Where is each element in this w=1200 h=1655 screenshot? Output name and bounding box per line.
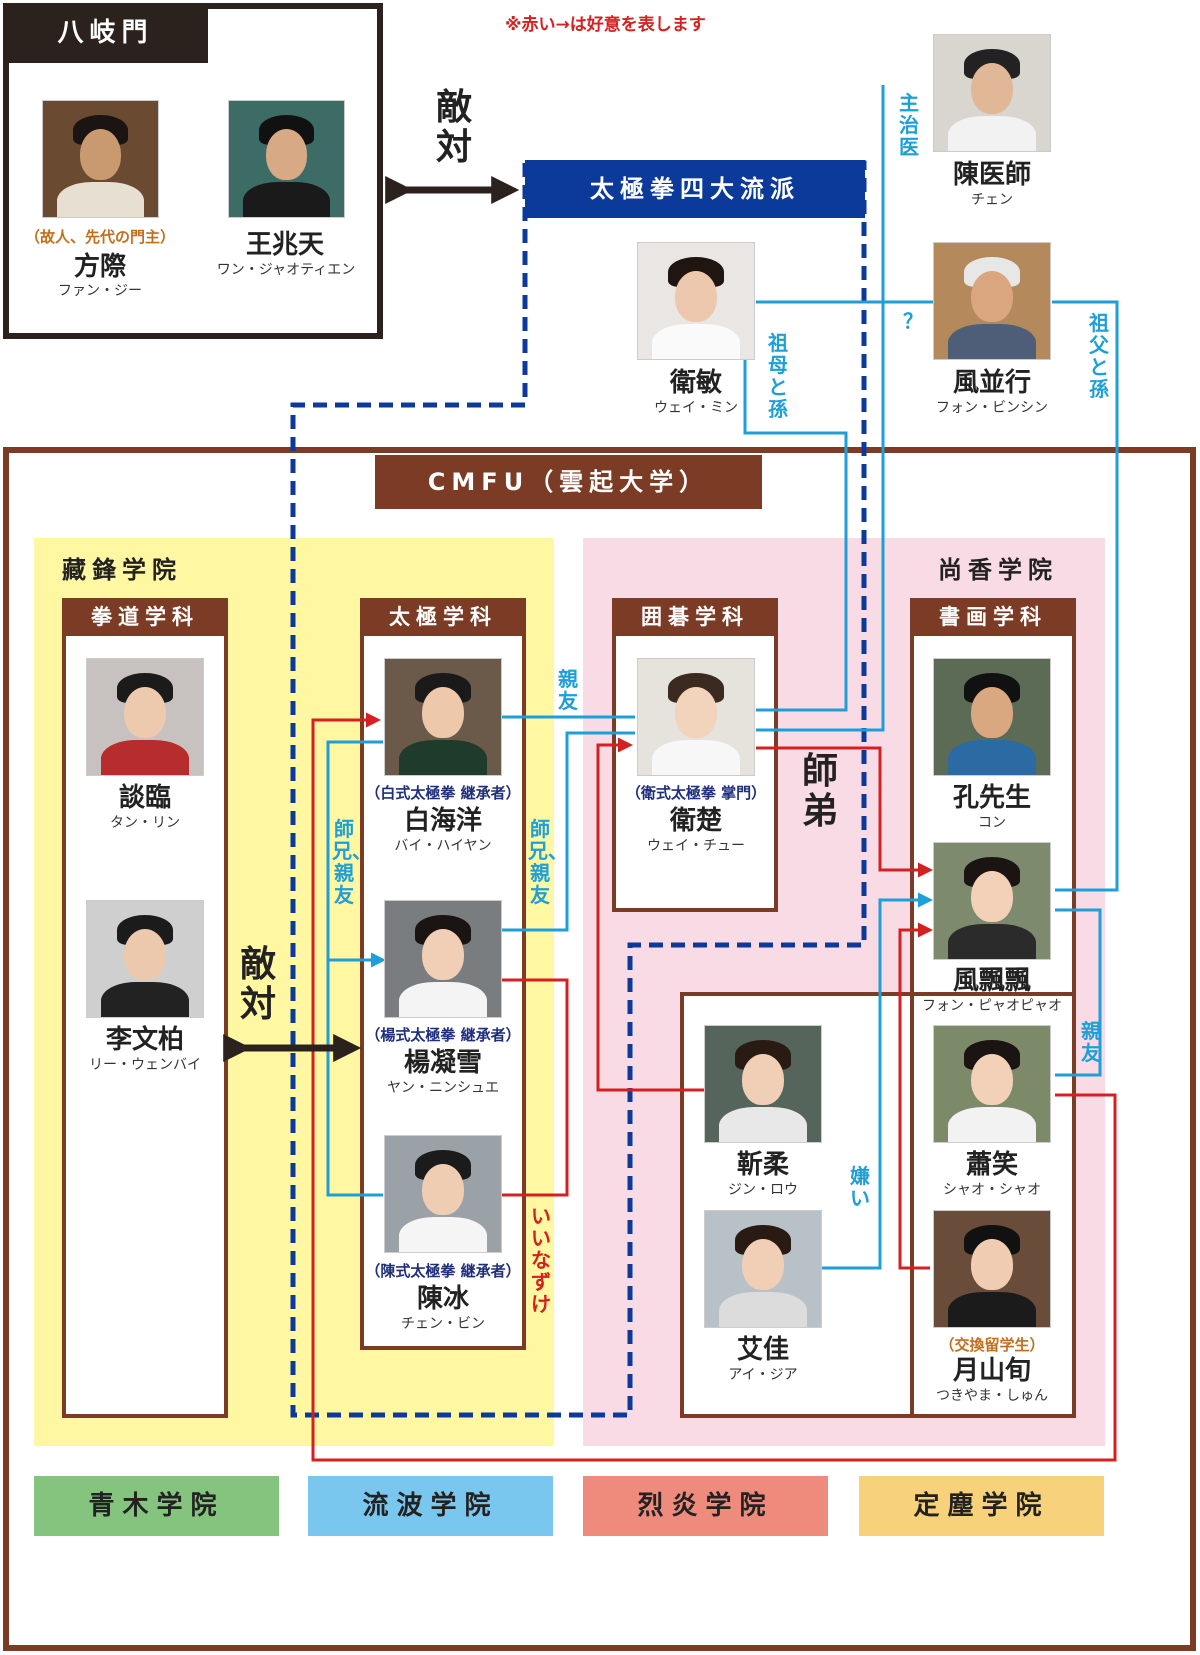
- rivalry-mid-label: 敵対: [239, 944, 276, 1025]
- rel-shinyu-top: 親友: [558, 667, 578, 713]
- weichu-name: 衛楚: [669, 806, 722, 836]
- rel-sobo: 祖母と孫: [768, 331, 788, 421]
- line-red-tsukiyama-fpp: [898, 922, 933, 1270]
- weimin-name: 衛敏: [669, 368, 722, 398]
- line-sofu: [1052, 300, 1119, 892]
- dept-taiji-header: 太極学科: [360, 598, 526, 636]
- line-kirai: [820, 892, 933, 1270]
- rel-shikei-left: 師兄、親友: [332, 817, 372, 907]
- fengpiaopiao-name: 風飄飄: [952, 966, 1031, 996]
- cmfu-header: CMFU（雲起大学）: [375, 455, 762, 509]
- shangxiang-label: 尚香学院: [938, 556, 1058, 584]
- line-shikei-right: [502, 731, 635, 932]
- xiaoxiao-name: 蕭笑: [965, 1150, 1018, 1180]
- portrait-liwenbai: [86, 900, 204, 1018]
- yangningxue-role: （楊式太極拳 継承者）: [365, 1026, 521, 1044]
- school-liubo: 流波学院: [308, 1476, 553, 1536]
- bakimon-header: 八岐門: [3, 3, 208, 63]
- baihaiyang-role: （白式太極拳 継承者）: [365, 784, 521, 802]
- chenbing-kana: チェン・ビン: [401, 1316, 485, 1332]
- legend-note: ※赤い→は好意を表します: [505, 15, 706, 35]
- portrait-chenbing: [384, 1135, 502, 1253]
- portrait-yangningxue: [384, 900, 502, 1018]
- cmfu-frame: [3, 447, 1196, 1651]
- shitei-label: 師弟: [801, 751, 838, 832]
- line-sobo: [743, 330, 848, 712]
- fengpiaopiao-kana: フォン・ピャオピャオ: [922, 998, 1062, 1014]
- yangningxue-kana: ヤン・ニンシュエ: [387, 1080, 499, 1096]
- kong-kana: コン: [978, 815, 1006, 831]
- portrait-chen-doctor: [933, 34, 1051, 152]
- portrait-fengbingxing: [933, 242, 1051, 360]
- liwenbai-kana: リー・ウェンバイ: [89, 1057, 201, 1073]
- rel-shikei-right: 師兄、親友: [528, 817, 568, 907]
- school-dingchen: 定塵学院: [859, 1476, 1104, 1536]
- line-red-outer: [311, 712, 1117, 1462]
- aijia-name: 艾佳: [736, 1335, 789, 1365]
- rivalry-top-label: 敵対: [435, 87, 472, 168]
- jinrou-name: 靳柔: [736, 1150, 789, 1180]
- zangfeng-label: 藏鋒学院: [62, 556, 182, 584]
- school-qingmu: 青木学院: [34, 1476, 279, 1536]
- portrait-aijia: [704, 1210, 822, 1328]
- xiaoxiao-kana: シャオ・シャオ: [943, 1182, 1041, 1198]
- tsukiyama-kana: つきやま・しゅん: [936, 1388, 1048, 1404]
- tanlin-kana: タン・リン: [110, 815, 180, 831]
- rel-iinazuke: いいなずけ: [531, 1204, 551, 1316]
- portrait-wangzhaotian: [228, 100, 345, 218]
- tsukiyama-role: （交換留学生）: [939, 1336, 1045, 1354]
- tsukiyama-name: 月山旬: [952, 1356, 1031, 1386]
- weichu-role: （衛式太極拳 掌門）: [625, 784, 767, 802]
- baihaiyang-kana: バイ・ハイヤン: [394, 838, 492, 854]
- rel-shinyu-right: 親友: [1081, 1019, 1101, 1065]
- rel-question: ？: [903, 309, 923, 333]
- wangzhaotian-name: 王兆天: [245, 230, 324, 260]
- tanlin-name: 談臨: [118, 783, 171, 813]
- rel-kirai: 嫌い: [850, 1164, 870, 1210]
- portrait-tsukiyama: [933, 1210, 1051, 1328]
- chenbing-name: 陳冰: [416, 1284, 469, 1314]
- fangji-role: （故人、先代の門主）: [24, 228, 175, 246]
- rel-shujii: 主治医: [899, 91, 919, 159]
- portrait-jinrou: [704, 1025, 822, 1143]
- yangningxue-name: 楊凝雪: [403, 1048, 482, 1078]
- line-red-weichu-fpp: [756, 746, 933, 878]
- portrait-fengpiaopiao: [933, 842, 1051, 960]
- liwenbai-name: 李文柏: [105, 1025, 184, 1055]
- line-iinazuke: [502, 978, 569, 1197]
- portrait-kong: [933, 658, 1051, 776]
- fangji-kana: ファン・ジー: [58, 283, 142, 299]
- wangzhaotian-kana: ワン・ジャオティエン: [216, 262, 356, 278]
- weichu-kana: ウェイ・チュー: [647, 838, 745, 854]
- taiji-dashed-outline: [290, 160, 867, 1418]
- baihaiyang-name: 白海洋: [403, 806, 482, 836]
- kong-name: 孔先生: [952, 783, 1031, 813]
- dept-shoga-header: 書画学科: [910, 598, 1076, 636]
- dept-weiqi-header: 囲碁学科: [612, 598, 778, 636]
- chenbing-role: （陳式太極拳 継承者）: [365, 1262, 521, 1280]
- portrait-baihaiyang: [384, 658, 502, 776]
- portrait-xiaoxiao: [933, 1025, 1051, 1143]
- line-shujii: [756, 85, 885, 732]
- chen-doctor-name: 陳医師: [952, 160, 1031, 190]
- line-red-jinrou-weichu: [596, 737, 705, 1092]
- jinrou-kana: ジン・ロウ: [728, 1182, 798, 1198]
- line-shinyu-right: [1055, 908, 1102, 1077]
- line-shikei-left: [326, 740, 383, 1197]
- portrait-tanlin: [86, 658, 204, 776]
- portrait-weimin: [637, 242, 755, 360]
- chen-doctor-kana: チェン: [971, 192, 1013, 208]
- fengbingxing-kana: フォン・ビンシン: [936, 400, 1048, 416]
- rel-sofu: 祖父と孫: [1089, 311, 1109, 401]
- weimin-kana: ウェイ・ミン: [654, 400, 738, 416]
- school-lieyan: 烈炎学院: [583, 1476, 828, 1536]
- fangji-name: 方際: [73, 252, 126, 282]
- taiji-header: 太極拳四大流派: [525, 160, 865, 218]
- dept-kendo-header: 拳道学科: [62, 598, 228, 636]
- portrait-weichu: [637, 658, 755, 776]
- aijia-kana: アイ・ジア: [728, 1367, 798, 1383]
- portrait-fangji: [42, 100, 159, 218]
- fengbingxing-name: 風並行: [952, 368, 1031, 398]
